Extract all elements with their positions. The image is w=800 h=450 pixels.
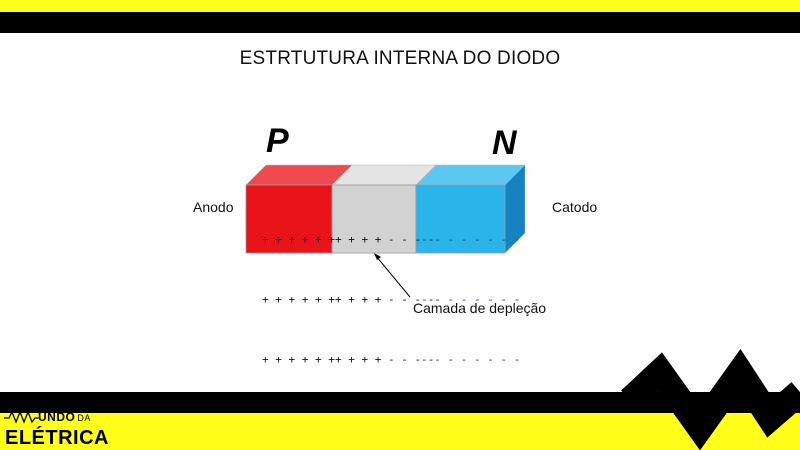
depletion-pointer-arrow [375,255,411,298]
cathode-label: Catodo [552,199,598,215]
logo-word-mundo: UNDO [38,410,76,424]
n-charges: - - - - - - - - - - - - - - - - - - - - … [421,190,520,390]
top-yellow-band [0,0,800,12]
n-charge-row-1: - - - - - - - - [421,233,521,246]
p-region-front-face [245,184,333,254]
p-type-label: P [266,122,289,160]
depletion-charge-row-2: + + + + - - - - [335,293,435,306]
anode-label: Anodo [193,199,234,215]
arrow-head [374,253,381,260]
page-title: ESTRTUTURA INTERNA DO DIODO [239,48,561,69]
bottom-yellow-band [0,413,800,450]
depletion-charge-row-3: + + + + - - - - [335,353,435,366]
depletion-layer-label: Camada de depleção [413,300,547,316]
n-region-front-face [415,184,506,254]
depletion-front-face [331,184,417,254]
p-charges: + + + + + + + + + + + + + + + + + + [262,190,335,390]
logo-word-da: DA [77,413,91,423]
n-charge-row-3: - - - - - - - - [421,353,521,366]
bottom-black-band [0,392,800,413]
p-charge-row-3: + + + + + + [262,353,335,366]
p-charge-row-1: + + + + + + [262,233,335,246]
p-charge-row-2: + + + + + + [262,293,335,306]
zigzag-wave-icon [621,348,800,450]
logo-line-2: ELÉTRICA [5,427,109,449]
n-type-label: N [492,124,517,162]
depletion-charges: + + + + - - - - + + + + - - - - + + + + … [335,190,434,390]
top-black-band [0,12,800,33]
depletion-charge-row-1: + + + + - - - - [335,233,435,246]
logo-wave-icon [4,410,40,424]
n-charge-row-2: - - - - - - - - [421,293,521,306]
